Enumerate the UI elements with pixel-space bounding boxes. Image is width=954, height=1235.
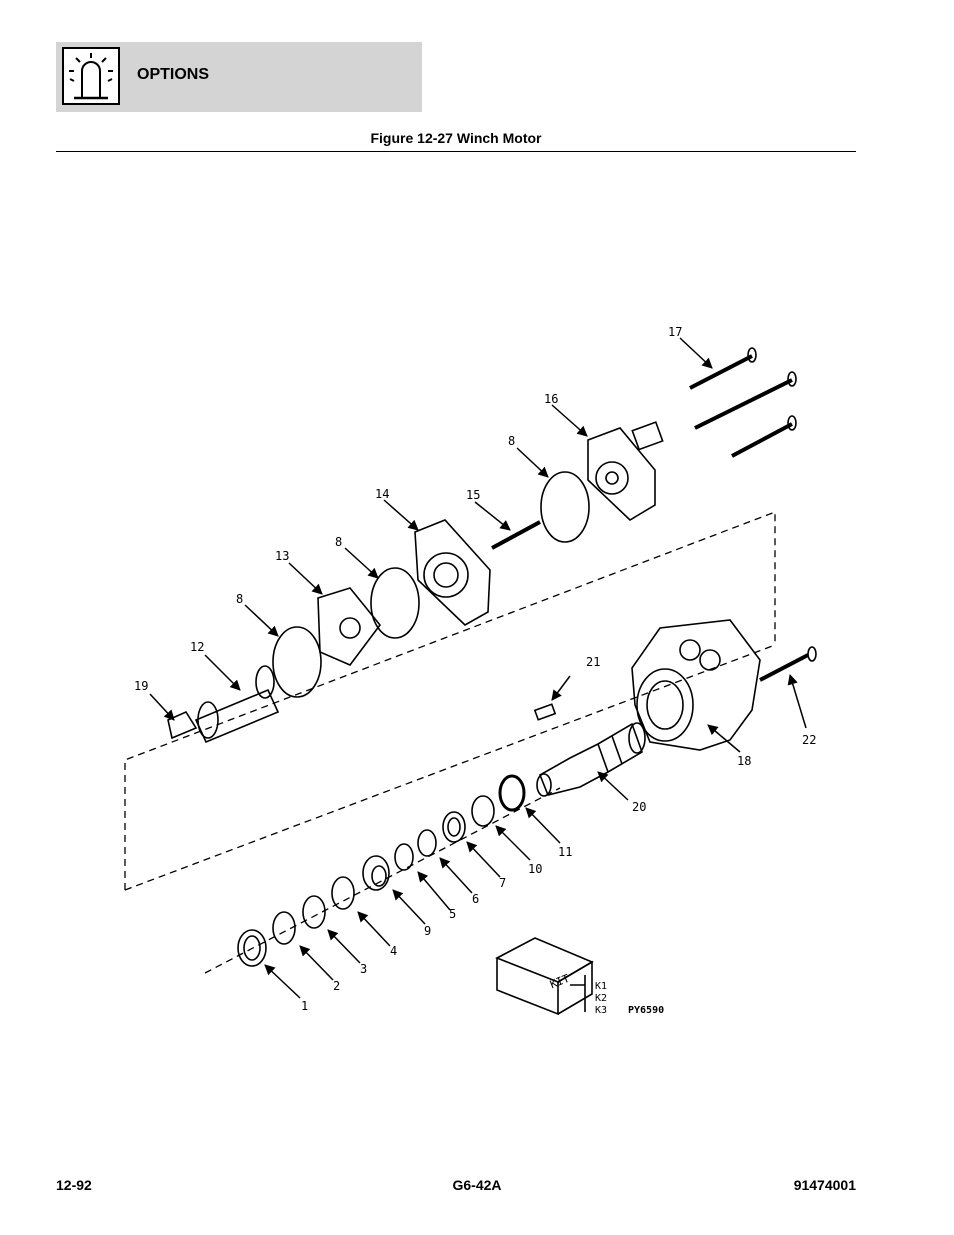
winch-motor-exploded-diagram: 1 2 3 4 5 6 7 8 8 8 9 10 11 12 13 14 15 … xyxy=(80,285,834,1040)
callout-8a: 8 xyxy=(236,592,243,606)
drawing-id: PY6590 xyxy=(628,1005,664,1016)
kit-item-k2: K2 xyxy=(595,993,607,1004)
callout-11: 11 xyxy=(558,845,572,859)
callout-7: 7 xyxy=(499,876,506,890)
callout-10: 10 xyxy=(528,862,542,876)
callout-6: 6 xyxy=(472,892,479,906)
callout-14: 14 xyxy=(375,487,389,501)
header-rule xyxy=(56,151,856,152)
callout-13: 13 xyxy=(275,549,289,563)
callout-2: 2 xyxy=(333,979,340,993)
callout-12: 12 xyxy=(190,640,204,654)
figure-caption: Figure 12-27 Winch Motor xyxy=(370,130,542,146)
callout-16: 16 xyxy=(544,392,558,406)
callout-8c: 8 xyxy=(508,434,515,448)
document-number: 91474001 xyxy=(793,1177,856,1193)
beacon-light-icon xyxy=(62,47,120,105)
callout-5: 5 xyxy=(449,907,456,921)
callout-20: 20 xyxy=(632,800,646,814)
callout-3: 3 xyxy=(360,962,367,976)
callout-21: 21 xyxy=(586,655,600,669)
callout-9: 9 xyxy=(424,924,431,938)
page-number: 12-92 xyxy=(56,1177,92,1193)
callout-15: 15 xyxy=(466,488,480,502)
callout-22: 22 xyxy=(802,733,816,747)
callout-8b: 8 xyxy=(335,535,342,549)
callout-17: 17 xyxy=(668,325,682,339)
callout-19: 19 xyxy=(134,679,148,693)
model-number: G6-42A xyxy=(452,1177,502,1193)
kit-item-k1: K1 xyxy=(595,981,607,992)
section-title: OPTIONS xyxy=(137,66,210,83)
callout-18: 18 xyxy=(737,754,751,768)
kit-label: KIT xyxy=(548,972,572,992)
callout-4: 4 xyxy=(390,944,397,958)
callout-1: 1 xyxy=(301,999,308,1013)
kit-item-k3: K3 xyxy=(595,1005,607,1016)
